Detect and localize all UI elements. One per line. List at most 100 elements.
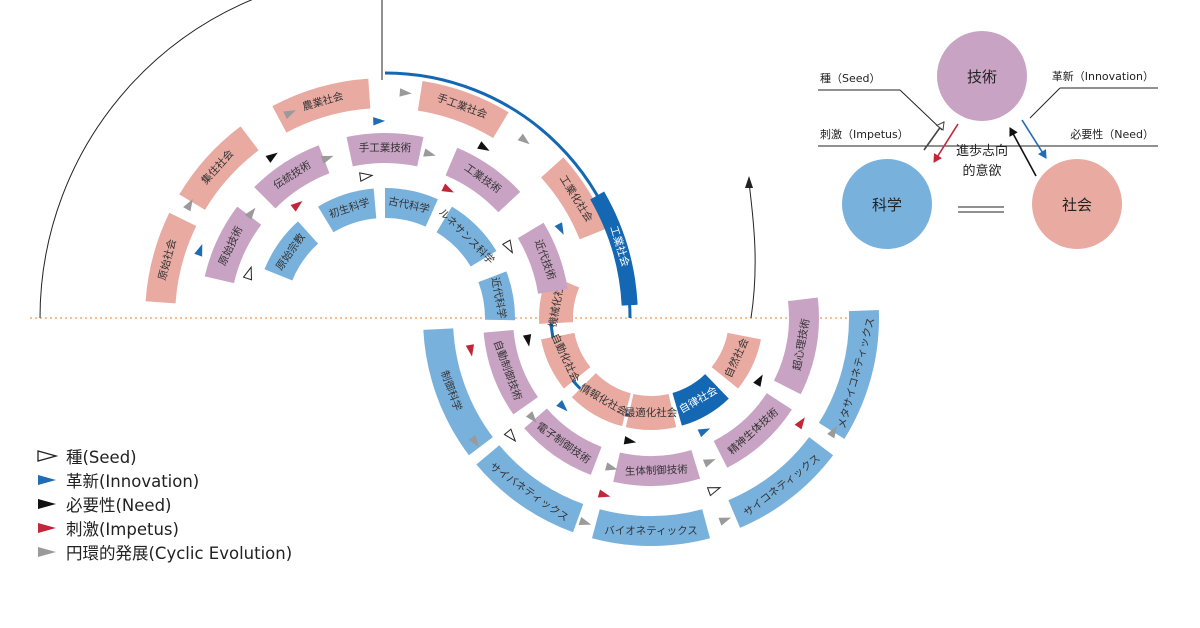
need-arrow-icon [623,436,637,445]
innovation-arrow-icon [554,222,564,235]
legend-label: 必要性(Need) [66,496,172,515]
seed-arrow-icon [706,487,722,497]
science-band-shape [436,206,497,267]
center-label-line1: 進歩志向 [956,143,1008,159]
cyclic-arrow-icon [525,411,537,423]
science-band: 近代科学 [478,271,515,321]
society-band: 工業化社会 [541,157,608,240]
cyclic-arrow-icon [578,516,592,525]
cyclic-arrow-icon [605,462,618,471]
society-band-shape [711,332,761,389]
outer-time-arc [39,0,253,319]
technology-band-shape [483,330,538,415]
society-band-shape [672,374,729,426]
legend-item-need: 必要性(Need) [36,492,292,516]
legend-label: 種(Seed) [66,448,137,467]
society-band-shape [541,332,591,389]
tech-science-society-triangle: 技術科学社会進歩志向的意欲種（Seed）刺激（Impetus）革新（Innova… [818,31,1158,249]
science-band: 初生科学 [318,188,377,233]
impetus-arrow-icon [441,183,454,193]
technology-band-shape [773,297,819,395]
technology-band: 超心理技術 [773,297,819,395]
society-band: 集住社会 [179,126,259,210]
science-band: 古代科学 [385,188,438,227]
need-arrow-icon [753,374,763,387]
relation-arrows [183,88,838,526]
innovation-guide-line [1029,87,1061,119]
innovation-label: 革新（Innovation） [1052,69,1154,83]
technology-band: 原始技術 [204,206,262,284]
seed-guide-line [899,89,943,131]
future-arrow-line [748,181,756,319]
science-band-label: サイバネティックス [487,461,570,524]
technology-band-shape [204,206,262,284]
society-band-label: 最適化社会 [625,406,678,419]
science-band: 制御科学 [423,328,493,456]
innovation-arrow-icon [556,399,568,412]
science-band-shape [264,221,319,281]
innovation-arrow-head-icon [1038,149,1047,159]
science-band-shape [591,509,711,546]
technology-band: 伝統技術 [254,145,330,209]
impetus-marker-icon [38,523,56,533]
society-band-shape [571,373,631,427]
technology-band-label: 手工業技術 [359,141,412,154]
technology-band-shape [613,449,701,486]
technology-band-shape [445,147,521,213]
tech-circle-shape [937,31,1027,121]
industrial-society-band-shape [590,191,638,306]
cyclic-arrow-icon [244,207,256,220]
need-arrow-icon [477,141,490,151]
future-arrow-head-icon [745,176,753,188]
cyclic-arrow-icon [702,459,716,468]
legend-label: 円環的発展(Cyclic Evolution) [66,544,293,563]
seed-marker-icon [37,450,58,462]
cyclic-arrow-icon [517,133,530,145]
society-band: 原始社会 [145,212,197,304]
seed-arrow-icon [359,172,374,183]
impetus-label: 刺激（Impetus） [820,127,909,141]
society-band: 自動化社会 [541,331,591,389]
technology-band: 手工業技術 [346,133,424,167]
science-band-shape [818,310,879,439]
technology-band-shape [254,145,330,209]
cyclic-arrow-icon [320,155,334,164]
technology-band-shape [346,133,424,167]
legend-item-cyclic: 円環的発展(Cyclic Evolution) [36,540,292,564]
innovation-arrow-icon [194,244,203,257]
need-arrow-icon [522,334,532,347]
technology-band: 自動制御技術 [483,330,538,415]
science-circle-shape [842,159,932,249]
science-band-shape [385,188,438,227]
innovation-arrow-icon [373,117,386,126]
cyclic-arrow-icon [399,88,412,97]
society-band: 情報化社会 [571,373,631,427]
society-circle-label: 社会 [1062,196,1092,214]
science-band: バイオネティックス [591,509,711,546]
technology-band: 精神生体技術 [713,393,792,468]
society-band-shape [179,126,259,210]
science-circle: 科学 [842,159,932,249]
seed-arrow-icon [501,239,514,254]
society-band-shape [145,212,197,304]
seed-arrow-icon [242,265,252,281]
need-arrow-head-icon [1009,127,1018,137]
need-marker-icon [38,499,56,509]
need-arrow [1009,127,1037,177]
society-circle: 社会 [1032,159,1122,249]
society-band: 自然社会 [711,332,761,389]
science-band-shape [728,437,834,528]
technology-band-shape [517,222,568,294]
legend-item-innovation: 革新(Innovation) [36,468,292,492]
science-band-shape [318,188,377,233]
technology-band: 電子制御技術 [524,408,602,475]
innovation-marker-icon [38,475,56,485]
cyclic-arrow-icon [283,110,296,120]
society-band-shape [625,394,677,431]
science-band-label: サイコネティックス [742,452,823,519]
cyclic-arrow-icon [718,517,732,526]
legend: 種(Seed) 革新(Innovation) 必要性(Need) 刺激(Impe… [36,444,292,564]
society-band: 最適化社会 [625,394,678,431]
legend-label: 革新(Innovation) [66,472,200,491]
